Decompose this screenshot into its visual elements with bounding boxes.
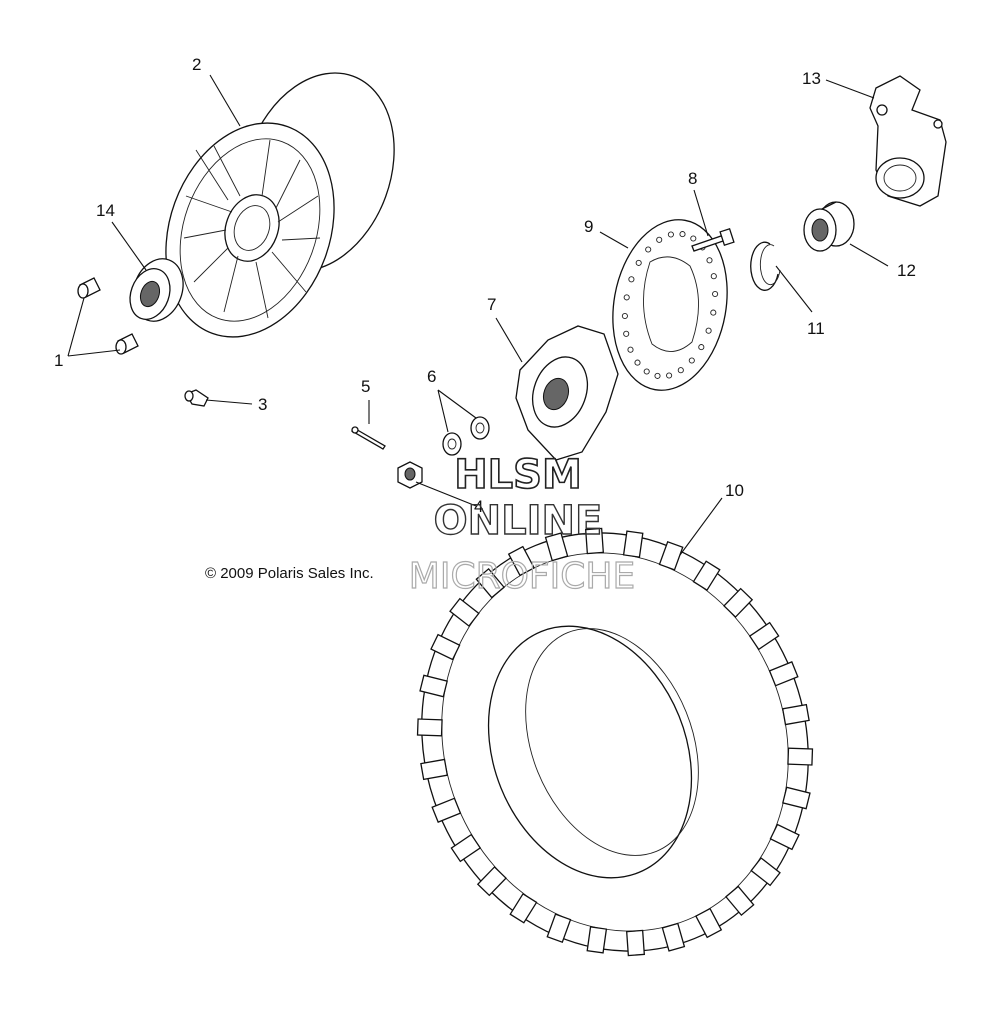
watermark: HLSM ONLINE MICROFICHE xyxy=(408,451,636,597)
tread-block xyxy=(475,567,505,599)
callout-labels: 1 2 3 4 5 6 7 8 9 10 11 12 13 14 xyxy=(54,55,916,516)
tread-block xyxy=(768,661,799,687)
disc-hole xyxy=(634,359,641,366)
tire-tread-blocks xyxy=(416,527,814,957)
retaining-ring xyxy=(750,241,781,291)
tread-block xyxy=(476,866,507,897)
watermark-line-3: MICROFICHE xyxy=(409,556,635,597)
brake-disc-holes xyxy=(621,231,719,379)
tread-block xyxy=(782,786,811,810)
disc-hole xyxy=(679,231,686,238)
disc-hole xyxy=(710,309,717,316)
tread-block xyxy=(546,913,572,944)
tire xyxy=(416,527,814,957)
tread-block xyxy=(661,922,686,952)
wheel-rim xyxy=(165,72,395,338)
tread-block xyxy=(658,540,684,571)
disc-hole xyxy=(623,294,630,301)
callout-13: 13 xyxy=(802,69,821,88)
disc-hole xyxy=(628,276,635,283)
callout-3: 3 xyxy=(258,395,267,414)
washers xyxy=(442,416,490,456)
tread-block xyxy=(586,926,608,954)
callout-11: 11 xyxy=(807,319,825,338)
callout-1: 1 xyxy=(54,351,63,370)
wheel-hub xyxy=(515,325,619,461)
tread-block xyxy=(769,823,800,851)
bearing xyxy=(803,201,855,252)
disc-hole xyxy=(712,290,719,298)
callout-4: 4 xyxy=(474,497,483,516)
callout-12: 12 xyxy=(897,261,916,280)
disc-hole xyxy=(690,235,697,242)
watermark-line-2: ONLINE xyxy=(434,498,603,544)
disc-hole xyxy=(706,257,713,264)
tread-block xyxy=(625,929,646,957)
disc-hole xyxy=(627,346,634,353)
disc-hole xyxy=(656,236,663,243)
tread-block xyxy=(695,907,723,939)
disc-hole xyxy=(677,367,684,374)
disc-hole xyxy=(698,344,705,351)
tread-block xyxy=(420,758,449,781)
tread-block xyxy=(431,797,462,823)
disc-hole xyxy=(623,330,630,337)
callout-6: 6 xyxy=(427,367,436,386)
disc-hole xyxy=(654,372,661,379)
hub-cap xyxy=(129,258,184,322)
callout-14: 14 xyxy=(96,201,115,220)
disc-hole xyxy=(705,327,712,334)
disc-hole xyxy=(635,259,642,266)
tread-block xyxy=(723,587,754,618)
disc-hole xyxy=(643,368,650,375)
tread-block xyxy=(430,633,461,661)
steering-knuckle xyxy=(869,75,947,207)
callout-2: 2 xyxy=(192,55,201,74)
tread-block xyxy=(507,545,535,577)
watermark-line-1: HLSM xyxy=(454,452,582,498)
tread-block xyxy=(416,718,443,737)
tread-block xyxy=(725,885,755,917)
cotter-pin xyxy=(351,426,386,450)
tread-block xyxy=(449,597,480,627)
disc-hole xyxy=(688,357,695,364)
tread-block xyxy=(544,532,569,562)
tread-block xyxy=(692,560,721,592)
tread-block xyxy=(781,703,810,726)
tread-block xyxy=(509,892,538,924)
bolt xyxy=(691,227,735,252)
callout-5: 5 xyxy=(361,377,370,396)
tread-block xyxy=(419,674,448,698)
castle-nut xyxy=(397,461,423,489)
callout-7: 7 xyxy=(487,295,496,314)
tread-block xyxy=(787,747,814,766)
tread-block xyxy=(748,621,780,651)
disc-hole xyxy=(666,372,673,379)
tread-block xyxy=(622,530,644,558)
disc-hole xyxy=(710,273,717,280)
callout-9: 9 xyxy=(584,217,593,236)
valve-stem xyxy=(184,389,209,407)
tread-block xyxy=(450,833,482,863)
leader-lines xyxy=(67,74,889,556)
lug-nuts xyxy=(77,277,139,355)
disc-hole xyxy=(645,246,652,253)
callout-10: 10 xyxy=(725,481,744,500)
copyright-notice: © 2009 Polaris Sales Inc. xyxy=(205,565,374,582)
tread-block xyxy=(584,527,605,555)
tread-block xyxy=(750,857,781,887)
disc-hole xyxy=(621,312,628,320)
brake-disc xyxy=(612,219,728,391)
callout-8: 8 xyxy=(688,169,697,188)
disc-hole xyxy=(667,231,674,238)
